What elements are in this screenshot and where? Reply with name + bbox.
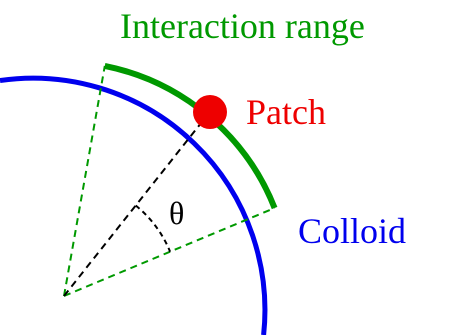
colloid-arc [0,75,268,335]
patch-marker [193,95,227,129]
range-boundary-left [63,65,106,297]
patch-label: Patch [246,92,326,132]
patch-direction-line [63,112,210,297]
theta-label: θ [169,195,184,231]
theta-angle-arc [135,204,172,253]
interaction-range-label: Interaction range [120,6,365,46]
colloid-label: Colloid [298,211,406,251]
